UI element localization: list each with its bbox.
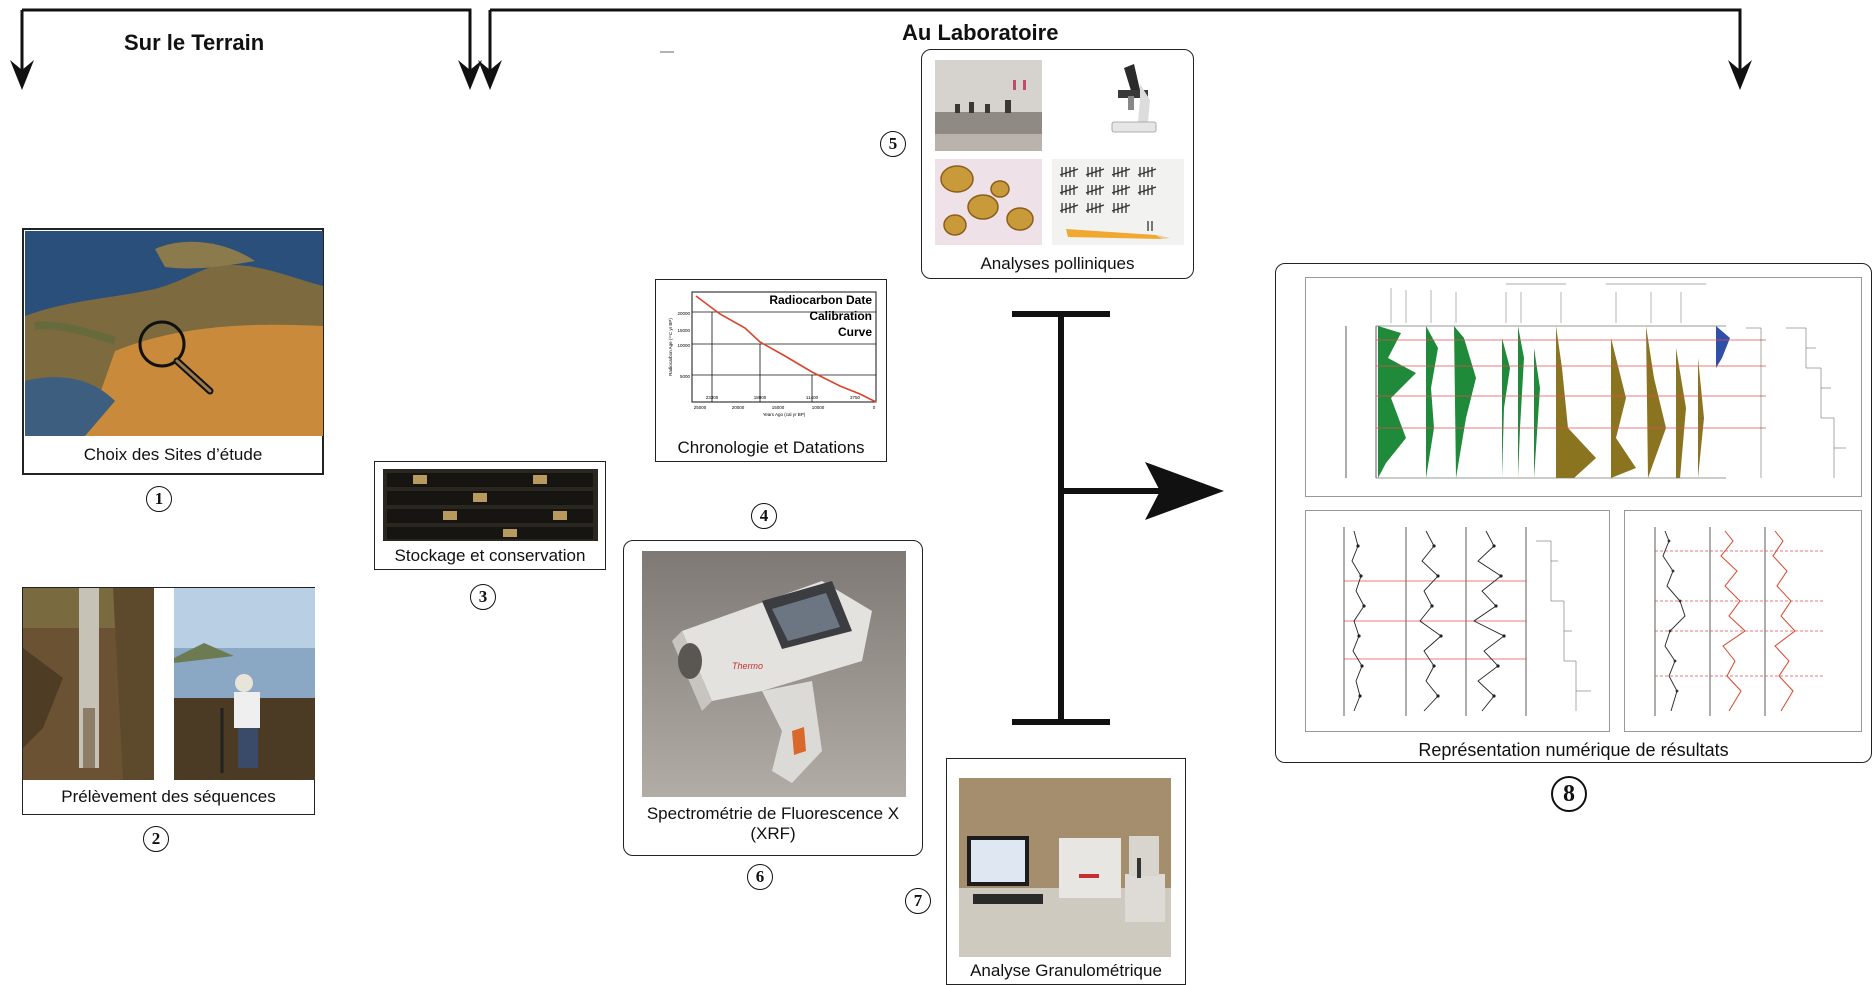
step-7-card: Analyse Granulométrique — [946, 758, 1186, 985]
calibration-x-tick-2: 20000 — [732, 405, 745, 410]
calibration-y-tick-3: 10000 — [677, 343, 690, 348]
results-arrow-head — [1145, 462, 1224, 520]
step-8-number: 8 — [1551, 776, 1587, 812]
field-heading: Sur le Terrain — [124, 30, 265, 55]
core-sample-photo — [23, 588, 154, 780]
lab-bench-photo — [935, 60, 1042, 151]
lab-bracket-line — [490, 8, 1742, 80]
step-3-caption: Stockage et conservation — [394, 546, 586, 565]
calibration-y-tick-2: 15000 — [677, 328, 690, 333]
microscope-photo — [1092, 60, 1164, 138]
step-8-card: Représentation numérique de résultats — [1275, 263, 1872, 763]
step-1-caption: Choix des Sites d’étude — [83, 445, 263, 464]
calibration-y-tick-4: 5000 — [680, 374, 691, 379]
calibration-point-label-1: 23300 — [706, 395, 719, 400]
step-1-card: Choix des Sites d’étude — [22, 228, 324, 475]
field-bracket-line — [22, 8, 472, 80]
step-8-caption: Représentation numérique de résultats — [1418, 740, 1729, 760]
calibration-title-3: Curve — [838, 325, 872, 339]
calibration-xlabel: Years Ago (cal yr BP) — [763, 412, 806, 417]
calibration-x-tick-3: 15000 — [772, 405, 785, 410]
step-7-number: 7 — [905, 888, 931, 914]
step-4-number: 4 — [751, 503, 777, 529]
step-4-caption: Chronologie et Datations — [677, 438, 865, 457]
calibration-y-tick-1: 20000 — [677, 311, 690, 316]
calibration-ylabel: Radiocarbon Age (¹⁴C yr BP) — [668, 318, 673, 376]
pollen-diagram-panel — [1305, 277, 1862, 497]
step-2-number: 2 — [143, 826, 169, 852]
step-1-number: 1 — [146, 486, 172, 512]
xrf-analyzer-photo: Thermo — [642, 551, 906, 797]
arrow-head-field-left — [10, 60, 34, 90]
calibration-x-tick-5: 0 — [873, 405, 876, 410]
step-2-card: Prélèvement des séquences — [22, 587, 315, 815]
step-5-number: 5 — [880, 131, 906, 157]
step-4-card: Radiocarbon Date Calibration Curve 20000… — [655, 279, 887, 462]
calibration-title-2: Calibration — [809, 309, 872, 323]
calibration-x-tick-4: 10000 — [812, 405, 825, 410]
svg-text:Thermo: Thermo — [732, 661, 763, 671]
study-site-map — [25, 231, 323, 436]
step-6-card: Thermo Spectrométrie de Fluorescence X (… — [623, 540, 923, 856]
step-2-caption: Prélèvement des séquences — [61, 787, 276, 806]
lab-heading: Au Laboratoire — [902, 20, 1059, 45]
calibration-point-label-2: 18000 — [754, 395, 767, 400]
granulometry-diagram-panel — [1305, 510, 1610, 732]
arrow-head-lab-left — [478, 60, 502, 90]
particle-size-lab-photo — [959, 778, 1171, 957]
step-3-number: 3 — [470, 584, 496, 610]
calibration-curve-line — [695, 295, 877, 403]
step-7-caption: Analyse Granulométrique — [970, 961, 1162, 980]
pollen-count-tally-photo — [1052, 159, 1184, 245]
calibration-point-label-4: 3750 — [850, 395, 861, 400]
step-6-number: 6 — [747, 864, 773, 890]
calibration-point-label-3: 11400 — [806, 395, 819, 400]
field-sampling-photo — [174, 588, 315, 780]
arrow-head-lab-right — [1728, 60, 1752, 90]
core-storage-photo — [383, 469, 598, 541]
pollen-grains-photo — [935, 159, 1042, 245]
calibration-x-tick-1: 25000 — [694, 405, 707, 410]
step-5-card: Analyses polliniques — [921, 49, 1194, 279]
calibration-title-1: Radiocarbon Date — [769, 293, 872, 307]
magnifier-lens — [138, 320, 186, 368]
step-5-caption: Analyses polliniques — [980, 254, 1135, 273]
step-6-caption: Spectrométrie de Fluorescence X (XRF) — [646, 804, 900, 843]
xrf-diagram-panel — [1624, 510, 1862, 732]
arrow-head-field-right — [458, 60, 482, 90]
calibration-curve-chart: Radiocarbon Date Calibration Curve 20000… — [668, 291, 877, 417]
step-3-card: Stockage et conservation — [374, 461, 606, 570]
